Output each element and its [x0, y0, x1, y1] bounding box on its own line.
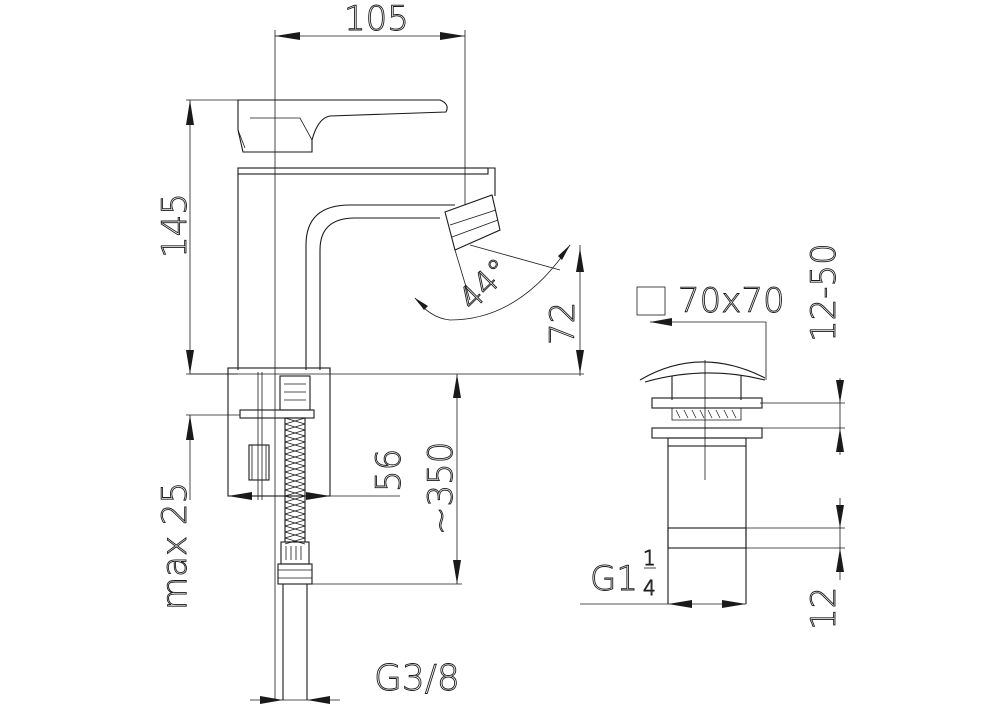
dim-range: 12-50	[804, 243, 844, 342]
dim-bottom: 12	[804, 587, 844, 630]
dim-flange: 70x70	[678, 281, 785, 321]
dim-thread-num: 1	[643, 546, 656, 570]
dim-connection: G3/8	[374, 658, 460, 699]
dim-height: 145	[155, 193, 195, 258]
spray-angle	[414, 244, 571, 321]
faucet-body	[227, 99, 501, 700]
dim-spout-angle: 44°	[451, 251, 518, 318]
dim-thread-den: 4	[643, 576, 656, 600]
waste-dimensions	[580, 286, 845, 608]
dimension-lines	[186, 30, 584, 704]
waste-valve	[639, 360, 766, 604]
dim-max-deck: max 25	[155, 482, 195, 610]
dim-spout-height: 72	[543, 302, 583, 345]
dim-thread: G1	[590, 559, 638, 599]
dim-hose-length: ~350	[421, 442, 461, 535]
dim-width: 105	[344, 0, 409, 39]
dim-base-depth: 56	[369, 449, 409, 492]
